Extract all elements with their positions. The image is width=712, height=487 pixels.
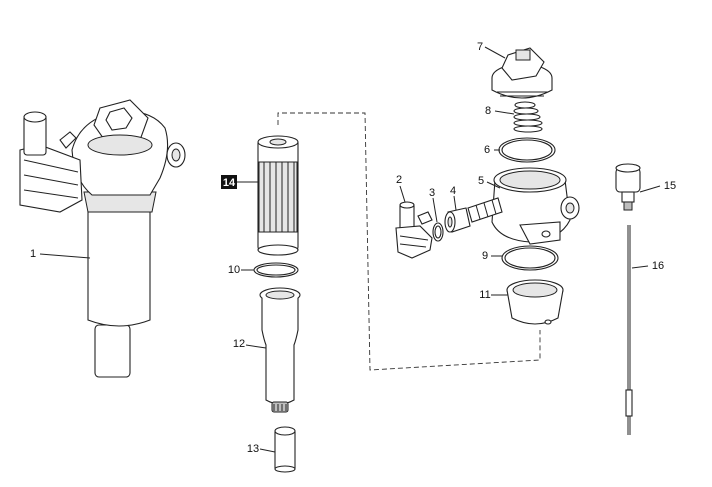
part-2-elbow-fitting: [395, 201, 433, 259]
part-14-filter-element: [257, 135, 299, 256]
assembly-dashed-line: [277, 112, 541, 371]
part-3-seal-ring: [432, 222, 444, 242]
callout-10: 10: [228, 264, 240, 276]
callout-4: 4: [450, 185, 456, 197]
part-15-indicator-plug: [615, 163, 641, 211]
leader-13: [259, 448, 276, 453]
callout-13: 13: [247, 443, 259, 455]
leader-5: [486, 181, 501, 189]
callout-14: 14: [223, 177, 236, 189]
callout-12: 12: [233, 338, 245, 350]
leader-16: [631, 265, 649, 269]
part-16-rod: [625, 225, 633, 435]
callout-6: 6: [484, 144, 490, 156]
part-11-bowl-ring: [506, 279, 564, 325]
leader-12: [245, 344, 267, 349]
part-8-spring: [513, 101, 543, 133]
callout-11: 11: [479, 289, 490, 301]
part-1-assembled-filter: [19, 99, 186, 378]
part-13-sleeve: [274, 426, 296, 473]
leader-8: [494, 110, 515, 115]
callout-15: 15: [664, 180, 676, 192]
leader-4: [453, 195, 457, 211]
leader-7: [484, 46, 506, 59]
callout-9: 9: [482, 250, 488, 262]
part-4-adapter: [444, 207, 471, 233]
leader-1: [39, 253, 91, 259]
leader-15: [639, 185, 661, 193]
part-9-o-ring: [501, 245, 559, 271]
leader-3: [432, 197, 438, 223]
part-12-filter-bowl: [259, 287, 301, 413]
part-5-filter-head: [467, 167, 580, 245]
callout-1: 1: [30, 248, 36, 260]
callout-8: 8: [485, 105, 491, 117]
callout-3: 3: [429, 187, 435, 199]
part-10-o-ring: [253, 262, 299, 278]
part-7-cap: [491, 47, 553, 99]
callout-16: 16: [652, 260, 664, 272]
leader-2: [399, 185, 406, 203]
callout-5: 5: [478, 175, 484, 187]
callout-2: 2: [396, 174, 402, 186]
callout-7: 7: [477, 41, 483, 53]
callout-14-box: [221, 175, 237, 189]
part-6-o-ring: [498, 137, 556, 163]
